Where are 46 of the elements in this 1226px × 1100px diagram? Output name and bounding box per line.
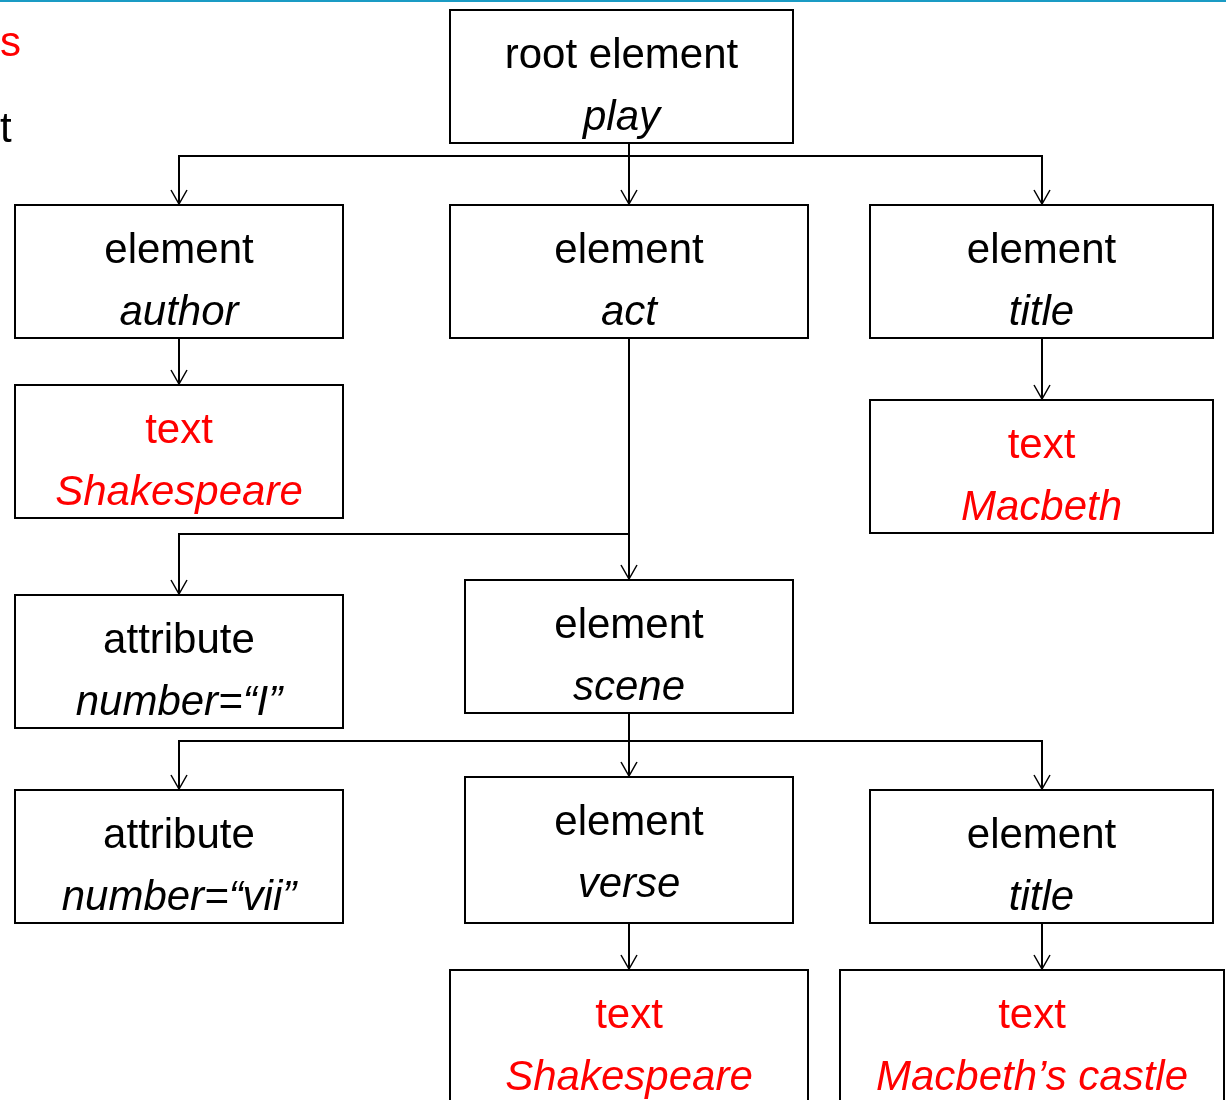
connector-arrow [1033,338,1051,400]
connector-arrow [620,923,638,970]
node-value: Shakespeare [55,466,303,516]
node-value: verse [577,858,681,908]
node-type: text [145,404,213,454]
node-type: text [595,989,663,1039]
connector-arrow [170,338,188,385]
node-value: play [582,91,661,141]
node-value: number=“I” [75,676,283,726]
node-type: text [1007,419,1076,469]
tree-node-box [14,204,344,339]
tree-node-box [464,776,794,924]
node-value: Macbeth’s castle [875,1051,1188,1100]
node-value: title [1008,871,1075,921]
text-node-box [14,384,344,519]
tree-node-box [869,789,1214,924]
tree-node-box [14,789,344,924]
node-type: element [554,224,704,274]
text-node-box [869,399,1214,534]
text-node-box [839,969,1225,1100]
node-type: element [554,599,704,649]
text-fragment: t [0,104,12,152]
text-node-box [449,969,809,1100]
node-type: element [966,224,1117,274]
node-value: Macbeth [960,481,1123,531]
tree-node-box [449,204,809,339]
connector-arrow [1033,923,1051,970]
node-type: element [104,224,254,274]
tree-node-box [449,9,794,144]
node-type: element [966,809,1117,859]
node-type: attribute [103,614,255,664]
node-value: act [601,286,657,336]
node-value: author [119,286,239,336]
connector-arrow [620,338,638,580]
tree-node-box [869,204,1214,339]
node-value: title [1008,286,1075,336]
tree-node-box [14,594,344,729]
node-type: element [554,796,704,846]
node-value: number=“vii” [61,871,297,921]
text-fragment: s [0,18,21,66]
node-type: attribute [103,809,255,859]
node-value: Shakespeare [505,1051,753,1100]
node-type: text [998,989,1066,1039]
tree-node-box [464,579,794,714]
node-value: scene [572,661,686,711]
node-type: root element [504,29,739,79]
